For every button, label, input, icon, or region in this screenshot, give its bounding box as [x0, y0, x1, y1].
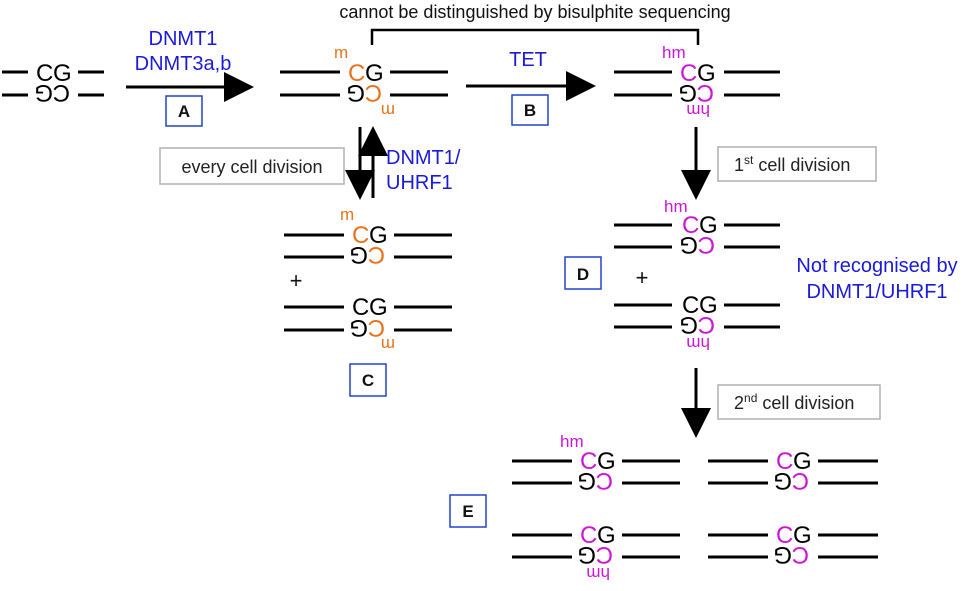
hydroxymethyl-mark: hm [664, 197, 688, 216]
step-b-label: B [524, 101, 536, 120]
base-g: G [793, 522, 812, 549]
step-d: D [564, 256, 602, 290]
base-g: G [597, 448, 616, 475]
first-division-arrow: 1st cell division [681, 127, 877, 200]
base-c: C [776, 448, 793, 475]
base-g: G [53, 60, 72, 87]
arrow-a: DNMT1 DNMT3a,b A [126, 28, 254, 127]
dnmt3ab-label: DNMT3a,b [135, 53, 232, 75]
base-c-rev: C [792, 541, 809, 568]
arrow-b: TET B [466, 49, 596, 126]
base-g: G [369, 294, 388, 321]
second-division-label: 2nd cell division [734, 391, 854, 413]
hydroxymethylated-cpg: hm C G C G hm [614, 43, 780, 120]
base-hmc: C [680, 60, 697, 87]
base-g-rev: G [346, 79, 365, 106]
plus-sign-c: + [290, 268, 303, 293]
base-g-rev: G [679, 311, 698, 338]
base-c-rev: C [596, 467, 613, 494]
base-mc-rev: C [365, 79, 382, 106]
step-d-label: D [577, 265, 589, 284]
hydroxymethyl-mark-rev: hm [686, 334, 710, 353]
first-division-label: 1st cell division [734, 153, 850, 175]
base-mc: C [348, 60, 365, 87]
base-c-rev: C [792, 467, 809, 494]
methyl-mark-rev: m [381, 335, 395, 354]
base-c: C [682, 292, 699, 319]
base-g: G [699, 212, 718, 239]
not-recognised-enzymes: DNMT1/UHRF1 [806, 281, 947, 303]
methyl-mark: m [334, 43, 348, 62]
dnmt1-label: DNMT1 [149, 28, 218, 50]
not-recognised-label: Not recognised by [796, 255, 957, 277]
base-g-rev: G [349, 241, 368, 268]
base-c: C [776, 522, 793, 549]
base-g: G [699, 292, 718, 319]
bisulphite-bracket: cannot be distinguished by bisulphite se… [339, 2, 731, 45]
daughter-hydroxymethylated-2: C G C G hm [614, 292, 780, 353]
base-hmc: C [580, 448, 597, 475]
base-hmc-rev: C [698, 311, 715, 338]
base-c: C [580, 522, 597, 549]
base-g: G [597, 522, 616, 549]
hydroxymethyl-mark-rev: hm [586, 564, 610, 583]
granddaughter-3: C G C G hm [512, 522, 680, 583]
base-hmc-rev: C [697, 79, 714, 106]
hydroxymethyl-mark-rev: hm [686, 101, 710, 120]
methyl-mark-rev: m [381, 101, 395, 120]
step-e: E [449, 494, 487, 528]
not-recognised-note: Not recognised by DNMT1/UHRF1 [796, 255, 957, 303]
base-c: C [36, 60, 53, 87]
plus-sign-d: + [636, 265, 649, 290]
base-g-rev: G [678, 79, 697, 106]
step-c: C [349, 363, 387, 397]
daughter-hydroxymethylated: hm C G C G [614, 197, 780, 258]
unmethylated-cpg: C G C G [2, 60, 104, 106]
base-c-rev: C [698, 231, 715, 258]
base-g: G [365, 60, 384, 87]
base-g-rev: G [577, 541, 596, 568]
base-g: G [793, 448, 812, 475]
base-g-rev: G [34, 79, 53, 106]
granddaughter-2: C G C G [708, 448, 878, 494]
base-c-rev: C [368, 241, 385, 268]
step-e-label: E [462, 502, 473, 521]
methyl-mark: m [340, 205, 354, 224]
base-mc-rev: C [368, 314, 385, 341]
tet-label: TET [509, 49, 547, 71]
daughter-methylated-2: C G C G m [284, 294, 452, 354]
base-hmc-rev: C [596, 541, 613, 568]
base-g: G [697, 60, 716, 87]
step-c-label: C [362, 371, 374, 390]
step-a-label: A [178, 102, 190, 121]
base-c-rev: C [53, 79, 70, 106]
hydroxymethyl-mark: hm [662, 43, 686, 62]
base-g-rev: G [349, 314, 368, 341]
daughter-methylated: m C G C G [284, 205, 452, 268]
base-g: G [369, 222, 388, 249]
methylated-cpg: m C G C G m [280, 43, 448, 120]
base-g-rev: G [773, 467, 792, 494]
base-hmc: C [682, 212, 699, 239]
base-g-rev: G [679, 231, 698, 258]
base-g-rev: G [773, 541, 792, 568]
granddaughter-1: hm C G C G [512, 432, 680, 494]
maintenance-arrows: every cell division DNMT1/ UHRF1 [159, 126, 461, 200]
hydroxymethyl-mark: hm [560, 432, 584, 451]
base-mc: C [352, 222, 369, 249]
bisulphite-note: cannot be distinguished by bisulphite se… [339, 2, 730, 22]
base-g-rev: G [577, 467, 596, 494]
base-c: C [352, 294, 369, 321]
maint-dnmt1-label: DNMT1/ [386, 147, 461, 169]
granddaughter-4: C G C G [708, 522, 878, 568]
every-division-label: every cell division [181, 157, 322, 177]
second-division-arrow: 2nd cell division [681, 368, 881, 438]
maint-uhrf1-label: UHRF1 [386, 172, 453, 194]
